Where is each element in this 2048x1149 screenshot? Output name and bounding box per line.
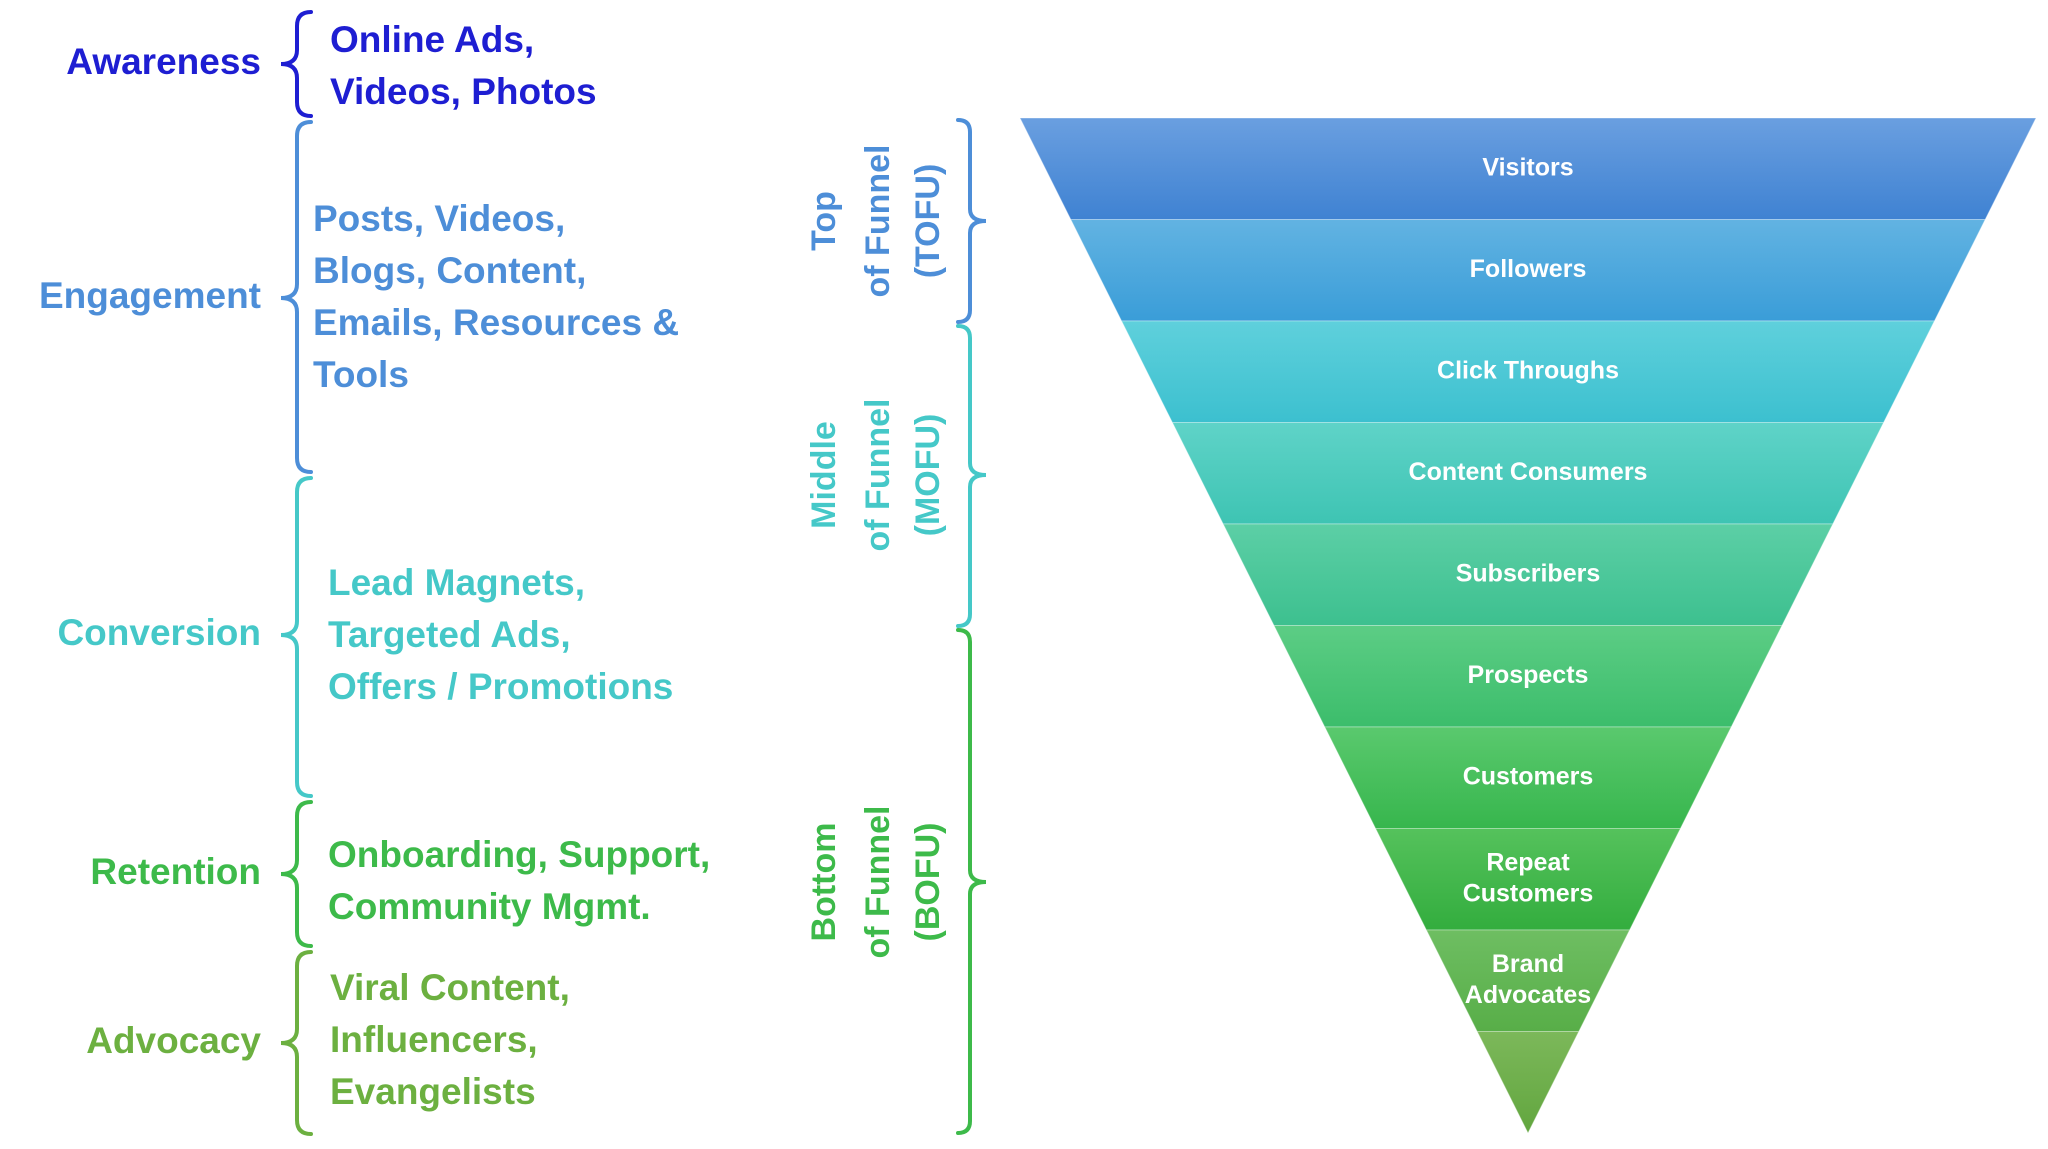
stage-engagement: Engagement Posts, Videos, Blogs, Content, E…: [39, 120, 679, 474]
stage-column: Awareness Online Ads, Videos, PhotosEngage…: [39, 10, 710, 1136]
stage-label-conversion: Conversion: [57, 612, 261, 653]
funnel-layer: Visitors: [1019, 117, 2037, 220]
funnel-layer: Content Consumers: [1171, 422, 1885, 525]
funnel-group-bracket-tofu: [956, 118, 987, 324]
stage-brace-conversion: [280, 476, 313, 798]
stage-tactics-conversion: Lead Magnets, Targeted Ads, Offers / Promo…: [328, 562, 673, 707]
funnel-layer-label: Brand: [1492, 950, 1564, 978]
funnel-layer-label: Advocates: [1465, 981, 1591, 1009]
funnel-layer: Subscribers: [1222, 523, 1834, 626]
funnel-group-label-line: of Funnel: [859, 399, 897, 552]
funnel-layer-label: Click Throughs: [1437, 356, 1619, 384]
tactic-line: Tools: [313, 354, 409, 395]
funnel-group-bofu: Bottom of Funnel (BOFU): [805, 628, 987, 1135]
funnel-group-mofu: Middle of Funnel (MOFU): [805, 324, 987, 628]
tactic-line: Videos, Photos: [330, 71, 597, 112]
funnel-layer: Click Throughs: [1120, 320, 1936, 423]
tactic-line: Offers / Promotions: [328, 666, 673, 707]
funnel-group-label-line: Bottom: [805, 823, 843, 942]
stage-retention: Retention Onboarding, Support, Community M…: [90, 800, 710, 948]
stage-brace-awareness: [280, 10, 313, 118]
funnel-layer: Followers: [1069, 219, 1987, 322]
tactic-line: Targeted Ads,: [328, 614, 571, 655]
funnel-layer: Customers: [1323, 726, 1733, 829]
tactic-line: Posts, Videos,: [313, 198, 565, 239]
stage-tactics-retention: Onboarding, Support, Community Mgmt.: [328, 834, 710, 927]
funnel-layer-label: Customers: [1463, 879, 1594, 907]
funnel-layer-shape: [1476, 1031, 1580, 1135]
tactic-line: Emails, Resources &: [313, 302, 679, 343]
funnel-group-bracket-bofu: [956, 628, 987, 1135]
funnel-group-tofu: Top of Funnel (TOFU): [805, 118, 987, 324]
tactic-line: Online Ads,: [330, 19, 534, 60]
stage-brace-engagement: [280, 120, 313, 474]
stage-brace-advocacy: [280, 950, 313, 1136]
funnel-layer-label: Followers: [1470, 255, 1587, 283]
funnel-layer-label: Customers: [1463, 762, 1594, 790]
stage-advocacy: Advocacy Viral Content, Influencers, Evange…: [86, 950, 570, 1136]
funnel-layer-label: Prospects: [1468, 661, 1589, 689]
tactic-line: Blogs, Content,: [313, 250, 586, 291]
funnel-group-label-line: (TOFU): [909, 164, 947, 279]
funnel-layer-label: Subscribers: [1456, 559, 1601, 587]
tactic-line: Evangelists: [330, 1071, 536, 1112]
funnel-group-label-line: of Funnel: [859, 806, 897, 959]
stage-label-awareness: Awareness: [66, 41, 261, 82]
tactic-line: Onboarding, Support,: [328, 834, 710, 875]
stage-label-retention: Retention: [90, 851, 261, 892]
tactic-line: Lead Magnets,: [328, 562, 585, 603]
tactic-line: Viral Content,: [330, 967, 570, 1008]
funnel-group-bracket-mofu: [956, 324, 987, 628]
stage-awareness: Awareness Online Ads, Videos, Photos: [66, 10, 597, 118]
stage-conversion: Conversion Lead Magnets, Targeted Ads, Offe…: [57, 476, 673, 798]
stage-brace-retention: [280, 800, 313, 948]
stage-label-advocacy: Advocacy: [86, 1020, 261, 1061]
funnel-group-label-line: (BOFU): [909, 823, 947, 942]
funnel-layer-label: Repeat: [1486, 848, 1570, 876]
funnel-group-label-line: Top: [805, 191, 843, 251]
funnel-group-column: Top of Funnel (TOFU) Middle of Funnel (MOFU) B…: [805, 118, 987, 1135]
stage-tactics-awareness: Online Ads, Videos, Photos: [330, 19, 597, 112]
funnel-layer: [1476, 1031, 1580, 1135]
funnel-layer: Prospects: [1273, 625, 1783, 728]
tactic-line: Community Mgmt.: [328, 886, 651, 927]
stage-tactics-engagement: Posts, Videos, Blogs, Content, Emails, Res…: [313, 198, 679, 395]
stage-tactics-advocacy: Viral Content, Influencers, Evangelists: [330, 967, 570, 1112]
funnel-group-label-line: of Funnel: [859, 145, 897, 298]
funnel-layer-label: Content Consumers: [1409, 458, 1648, 486]
tactic-line: Influencers,: [330, 1019, 538, 1060]
funnel-layer-label: Visitors: [1482, 153, 1573, 181]
funnel-group-label-line: (MOFU): [909, 414, 947, 537]
funnel-group-label-line: Middle: [805, 421, 843, 529]
stage-label-engagement: Engagement: [39, 275, 261, 316]
